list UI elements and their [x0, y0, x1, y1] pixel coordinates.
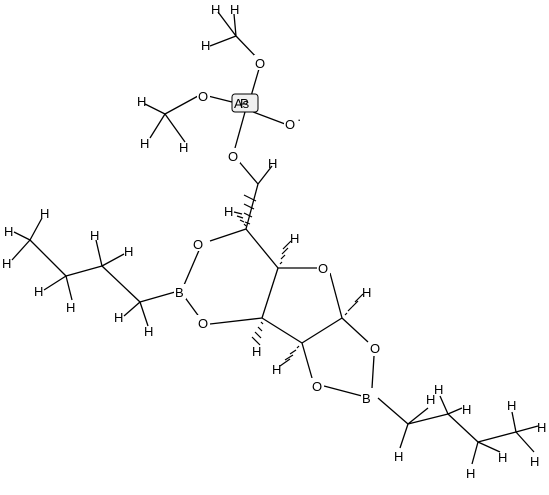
hydrogen-labels: H H H H H H H H H H H H H H H H H H H H … — [2, 2, 546, 481]
hydrogen-atom: H — [40, 206, 49, 221]
hydrogen-atom: H — [530, 454, 539, 469]
hydrogen-atom: H — [34, 284, 43, 299]
hydrogen-atom: H — [137, 94, 146, 109]
hashed-wedge-anomeric — [344, 293, 364, 316]
furanose-ring-bonds — [261, 267, 343, 344]
methyl-top-bonds — [209, 11, 262, 104]
hydrogen-atom: H — [426, 392, 435, 407]
boron-left: B — [175, 285, 184, 300]
phosphate-bonds — [234, 109, 286, 230]
hydrogen-atom: H — [224, 204, 233, 219]
hydrogen-atom: H — [230, 2, 239, 17]
hydrogen-atom: H — [507, 398, 516, 413]
hydrogen-atom: H — [2, 256, 11, 271]
oxygen-ring-lower-left: O — [198, 316, 208, 331]
hashed-wedge-top — [233, 211, 247, 227]
butyl-right-bonds — [377, 395, 539, 465]
hashed-wedge-ch2 — [243, 194, 257, 225]
hydrogen-atom: H — [66, 300, 75, 315]
hydrogen-atom: H — [462, 402, 471, 417]
arsenic-atom: As — [234, 96, 250, 111]
hashed-wedge-lower-left — [251, 321, 264, 346]
boron-right: B — [362, 391, 371, 406]
hydrogen-atom: H — [211, 2, 220, 17]
hydrogen-atom: H — [252, 344, 261, 359]
hashed-wedge-furanose — [279, 240, 292, 265]
dioxaborolane-ring-bonds — [301, 317, 375, 397]
oxygen-methoxy-top: O — [255, 56, 265, 71]
hydrogen-atom: H — [290, 231, 299, 246]
hashed-wedge-lower-center — [279, 345, 300, 367]
methyl-left-bonds — [144, 95, 241, 143]
oxygen-ester: O — [228, 149, 238, 164]
hydrogen-atom: H — [394, 449, 403, 464]
hydrogen-atom: H — [4, 224, 13, 239]
oxygen-ring-upper-left: O — [193, 237, 203, 252]
oxygen-oxo: O — [285, 117, 295, 132]
hydrogen-atom: H — [114, 310, 123, 325]
oxygen-dioxaborolane-left: O — [312, 379, 322, 394]
phosphorus-atom: P — [240, 96, 249, 111]
atom-labels: O O O · O As P O O B O O O B — [174, 55, 382, 406]
oxygen-radical-dot: · — [297, 112, 301, 127]
hydrogen-atom: H — [434, 382, 443, 397]
hydrogen-atom: H — [537, 420, 546, 435]
oxygen-methoxy-left: O — [198, 89, 208, 104]
oxygen-furanose: O — [318, 261, 328, 276]
hydrogen-atom: H — [201, 38, 210, 53]
hydrogen-atom: H — [179, 140, 188, 155]
hydrogen-atom: H — [498, 450, 507, 465]
oxygen-dioxaborolane-right: O — [370, 341, 380, 356]
hydrogen-atom: H — [362, 285, 371, 300]
hydrogen-atom: H — [124, 244, 133, 259]
hydrogen-atom: H — [140, 136, 149, 151]
hydrogen-atom: H — [466, 466, 475, 481]
hydrogen-atom: H — [272, 362, 281, 377]
hydrogen-atom: H — [268, 156, 277, 171]
butyl-left-bonds — [11, 217, 176, 327]
hydrogen-atom: H — [90, 228, 99, 243]
hydrogen-atom: H — [144, 324, 153, 339]
